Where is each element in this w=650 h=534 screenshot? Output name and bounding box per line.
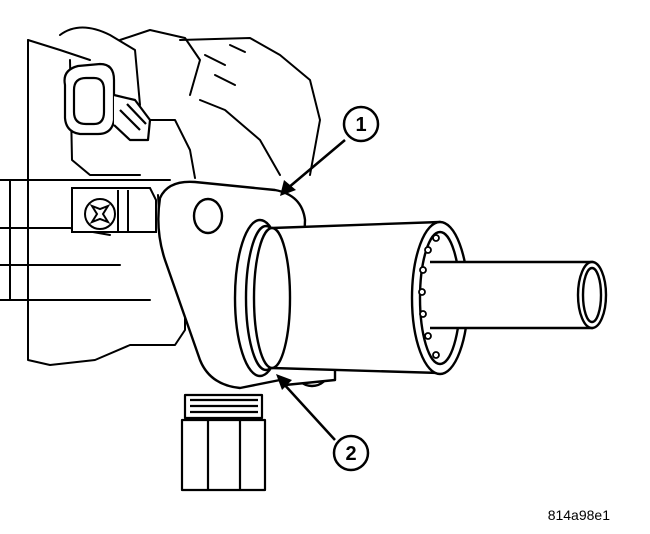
callout-1: 1 bbox=[280, 105, 380, 196]
arrow-head-icon bbox=[280, 180, 296, 196]
arrow-head-icon bbox=[276, 374, 292, 390]
callout-2-label: 2 bbox=[345, 443, 356, 465]
sensor-end-holes bbox=[418, 234, 440, 359]
sensor-connector bbox=[63, 62, 152, 142]
engine-housing bbox=[0, 26, 321, 366]
callout-1-label: 1 bbox=[355, 114, 366, 136]
torx-icon bbox=[89, 204, 111, 224]
callout-2: 2 bbox=[276, 374, 370, 472]
installer-tool-rod bbox=[430, 260, 608, 330]
hex-fitting bbox=[180, 393, 267, 492]
mounting-bolt bbox=[71, 187, 157, 233]
figure-id: 814a98e1 bbox=[548, 507, 611, 523]
